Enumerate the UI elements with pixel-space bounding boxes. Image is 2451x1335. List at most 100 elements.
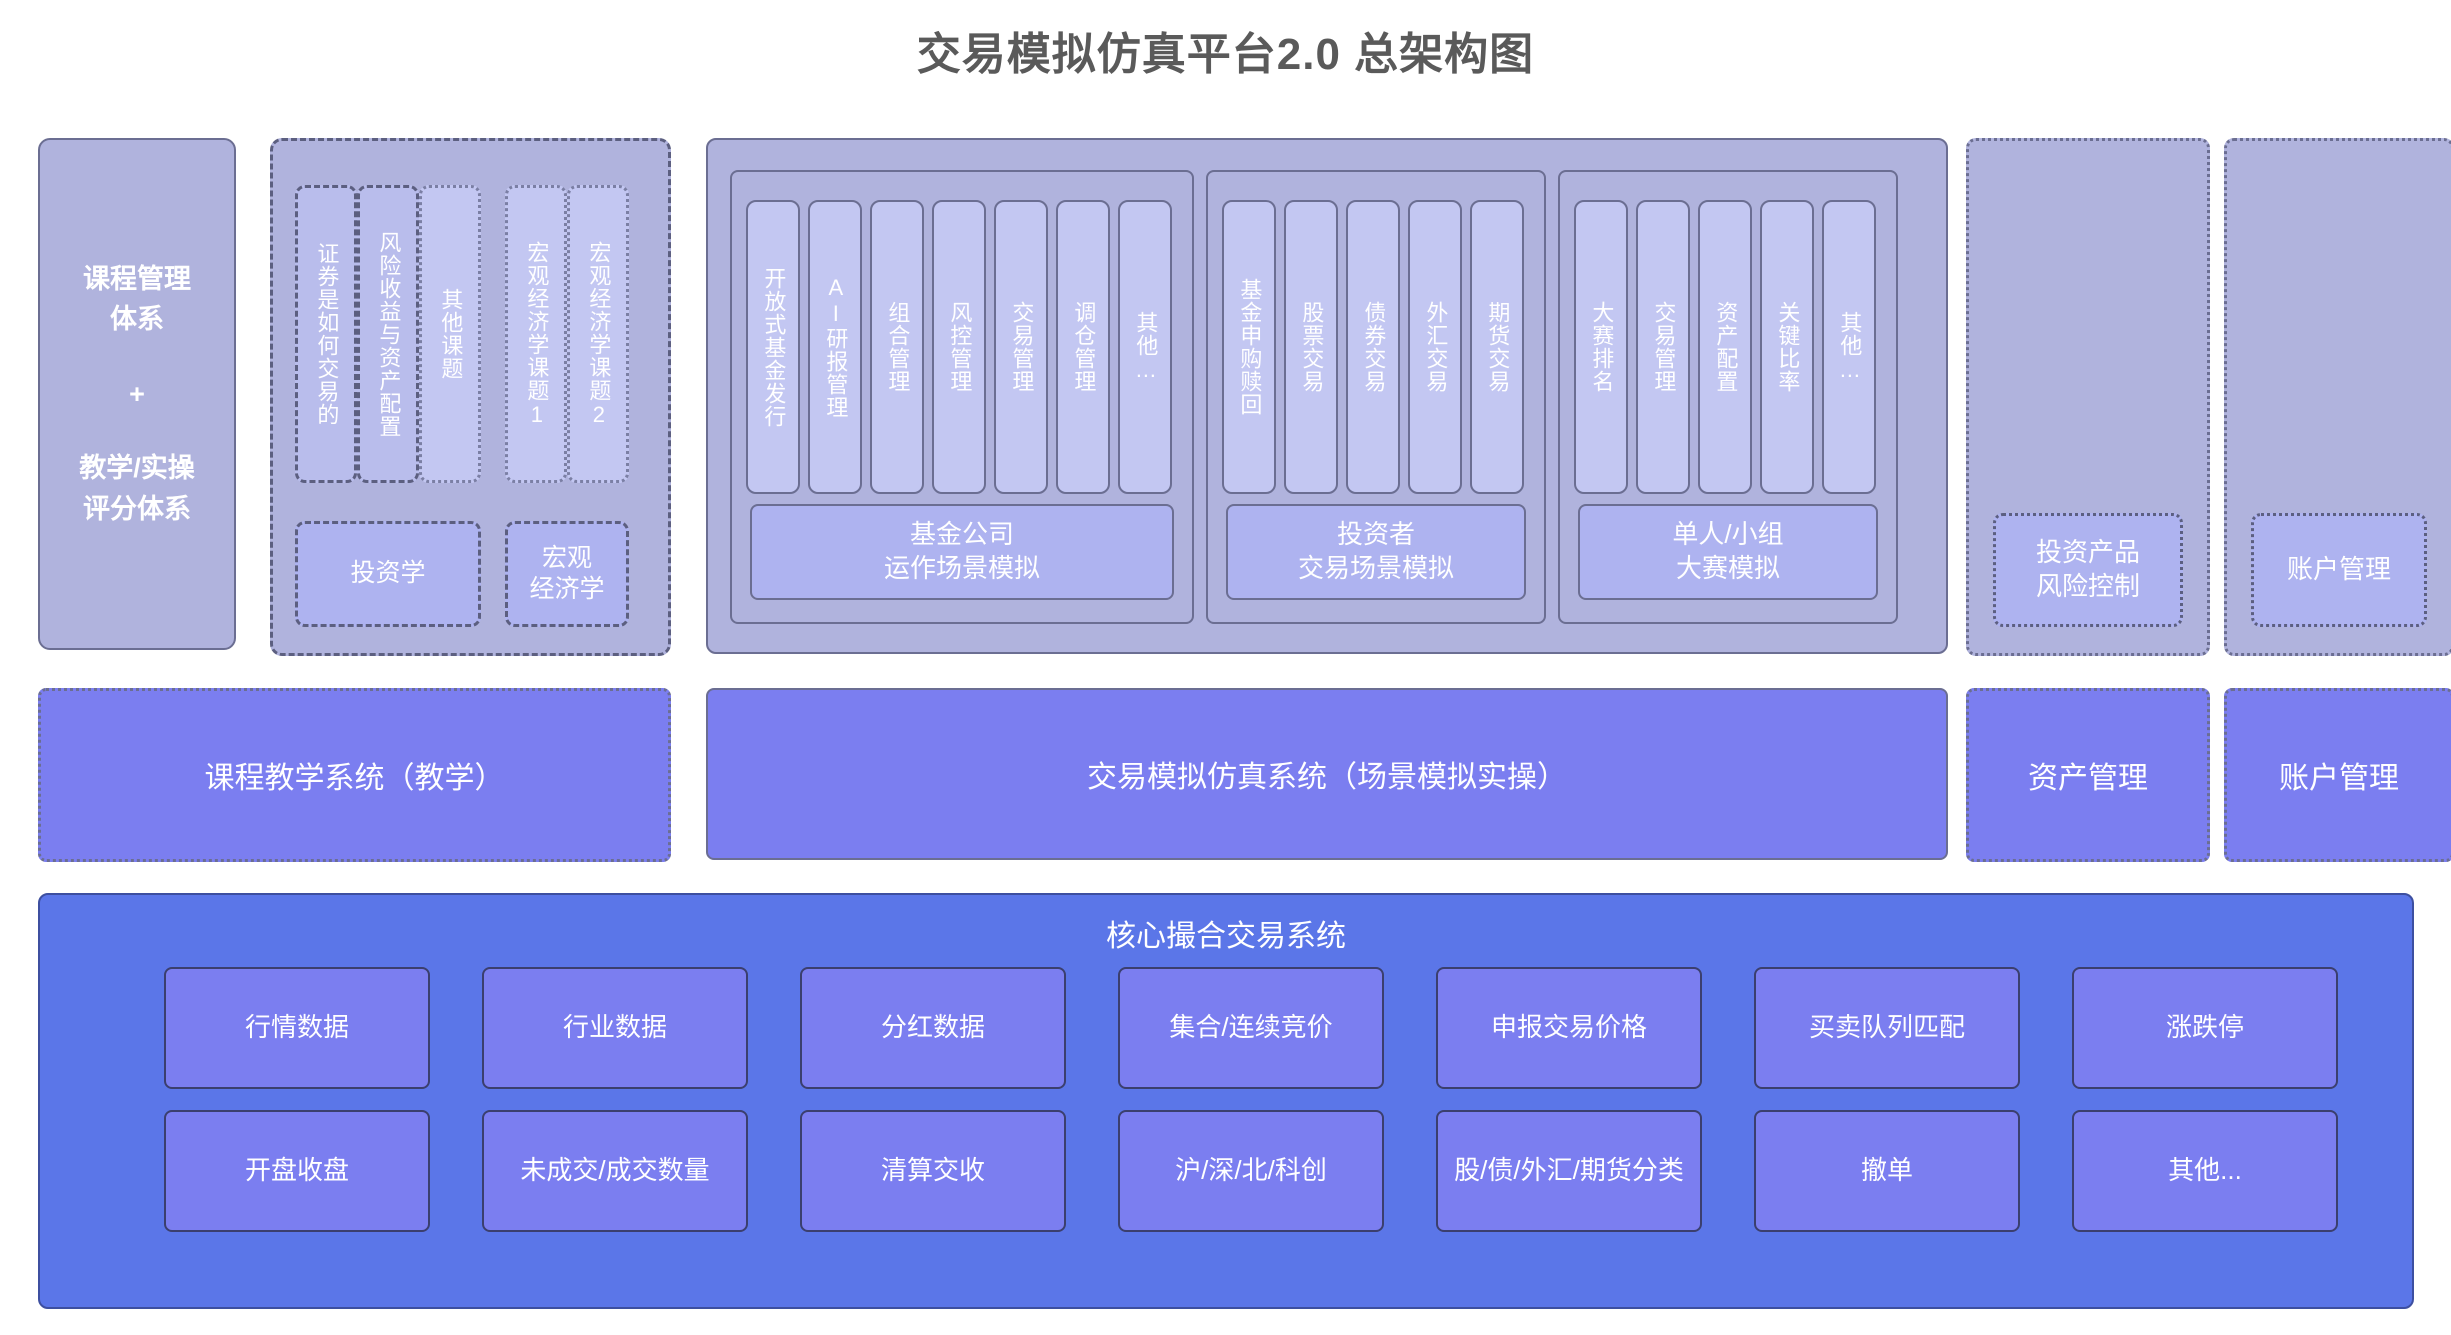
feature-label: 基金申购赎回 [1237, 278, 1263, 416]
chip-label: 其他... [2168, 1155, 2242, 1186]
feature-contest-ranking[interactable]: 大赛排名 [1574, 200, 1628, 494]
core-row-1: 行情数据 行业数据 分红数据 集合/连续竞价 申报交易价格 买卖队列匹配 涨跌停 [40, 967, 2412, 1089]
chip-label: 行情数据 [244, 1012, 349, 1043]
core-chip-order-price[interactable]: 申报交易价格 [1436, 967, 1702, 1089]
feature-label: 组合管理 [885, 301, 911, 393]
course-investment-label: 投资学 [350, 559, 426, 588]
course-management-line1: 课程管理 [82, 263, 191, 294]
core-chip-market-data[interactable]: 行情数据 [164, 967, 430, 1089]
core-chip-asset-class[interactable]: 股/债/外汇/期货分类 [1436, 1110, 1702, 1232]
feature-trade-management[interactable]: 交易管理 [994, 200, 1048, 494]
core-chip-price-limit[interactable]: 涨跌停 [2072, 967, 2338, 1089]
core-chip-auction[interactable]: 集合/连续竞价 [1118, 967, 1384, 1089]
feature-fx-trading[interactable]: 外汇交易 [1408, 200, 1462, 494]
chip-label: 清算交收 [880, 1155, 985, 1186]
feature-open-fund-issue[interactable]: 开放式基金发行 [746, 200, 800, 494]
chip-label: 买卖队列匹配 [1808, 1012, 1965, 1043]
course-investment[interactable]: 投资学 [295, 521, 481, 627]
system-label: 交易模拟仿真系统（场景模拟实操） [1087, 761, 1567, 794]
feature-other[interactable]: 其他… [1118, 200, 1172, 494]
system-label: 课程教学系统（教学） [204, 762, 505, 795]
core-chip-other[interactable]: 其他... [2072, 1110, 2338, 1232]
topic-label: 宏观经济学课题2 [586, 240, 612, 428]
feature-label: 外汇交易 [1423, 301, 1449, 393]
feature-bond-trading[interactable]: 债券交易 [1346, 200, 1400, 494]
topic-cell-macro-topic-2[interactable]: 宏观经济学课题2 [567, 185, 629, 483]
chip-label: 行业数据 [562, 1012, 667, 1043]
topic-label: 风险收益与资产配置 [376, 230, 402, 438]
core-chip-exchange-boards[interactable]: 沪/深/北/科创 [1118, 1110, 1384, 1232]
topic-cell-other-topics[interactable]: 其他课题 [419, 185, 481, 483]
core-chip-dividend-data[interactable]: 分红数据 [800, 967, 1066, 1089]
chip-label: 未成交/成交数量 [520, 1155, 710, 1186]
feature-trade-management[interactable]: 交易管理 [1636, 200, 1690, 494]
topic-cell-macro-topic-1[interactable]: 宏观经济学课题1 [505, 185, 567, 483]
chip-label: 分红数据 [880, 1012, 985, 1043]
topic-cell-securities-trading[interactable]: 证券是如何交易的 [295, 185, 357, 483]
core-title: 核心撮合交易系统 [1106, 920, 1346, 953]
core-chip-cancel-order[interactable]: 撤单 [1754, 1110, 2020, 1232]
core-chip-order-queue-matching[interactable]: 买卖队列匹配 [1754, 967, 2020, 1089]
group-account-management[interactable]: 账户管理 [2224, 138, 2451, 656]
subgroup-contest[interactable]: 大赛排名 交易管理 资产配置 关键比率 其他… 单人/小组 大赛模拟 [1558, 170, 1898, 624]
feature-label: 资产配置 [1713, 301, 1739, 393]
feature-asset-allocation[interactable]: 资产配置 [1698, 200, 1752, 494]
topic-cell-risk-return-allocation[interactable]: 风险收益与资产配置 [357, 185, 419, 483]
chip-label: 股/债/外汇/期货分类 [1454, 1155, 1684, 1186]
chip-label: 撤单 [1860, 1155, 1913, 1186]
feature-label: 开放式基金发行 [761, 266, 787, 428]
feature-label: 其他… [1837, 311, 1863, 383]
feature-label: 交易管理 [1009, 301, 1035, 393]
feature-label: 债券交易 [1361, 301, 1387, 393]
feature-stock-trading[interactable]: 股票交易 [1284, 200, 1338, 494]
feature-futures-trading[interactable]: 期货交易 [1470, 200, 1524, 494]
course-management-line3: 教学/实操 [79, 453, 195, 484]
course-macroeconomics[interactable]: 宏观 经济学 [505, 521, 629, 627]
feature-portfolio-management[interactable]: 组合管理 [870, 200, 924, 494]
system-course-teaching[interactable]: 课程教学系统（教学） [38, 688, 671, 862]
system-trading-simulation[interactable]: 交易模拟仿真系统（场景模拟实操） [706, 688, 1948, 860]
box-account-management[interactable]: 账户管理 [2251, 513, 2427, 627]
core-chip-clearing-settlement[interactable]: 清算交收 [800, 1110, 1066, 1232]
feature-other[interactable]: 其他… [1822, 200, 1876, 494]
feature-ai-research-report[interactable]: AI研报管理 [808, 200, 862, 494]
core-matching-system[interactable]: 核心撮合交易系统 行情数据 行业数据 分红数据 集合/连续竞价 申报交易价格 买… [38, 893, 2414, 1309]
feature-label: 其他… [1133, 311, 1159, 383]
chip-label: 开盘收盘 [244, 1155, 349, 1186]
caption-contest: 单人/小组 大赛模拟 [1578, 504, 1878, 600]
system-label: 资产管理 [2028, 762, 2148, 795]
course-management-plus: + [129, 378, 145, 409]
row-systems: 课程教学系统（教学） 交易模拟仿真系统（场景模拟实操） 资产管理 账户管理 [0, 688, 2451, 862]
subgroup-fund-company[interactable]: 开放式基金发行 AI研报管理 组合管理 风控管理 交易管理 调仓管理 其他… 基… [730, 170, 1194, 624]
page-title: 交易模拟仿真平台2.0 总架构图 [916, 30, 1535, 79]
core-chip-filled-unfilled-qty[interactable]: 未成交/成交数量 [482, 1110, 748, 1232]
feature-fund-subscribe-redeem[interactable]: 基金申购赎回 [1222, 200, 1276, 494]
feature-key-ratios[interactable]: 关键比率 [1760, 200, 1814, 494]
system-account-management[interactable]: 账户管理 [2224, 688, 2451, 862]
caption-line1: 基金公司 [909, 519, 1014, 550]
core-chip-open-close[interactable]: 开盘收盘 [164, 1110, 430, 1232]
account-management-label: 账户管理 [2286, 554, 2391, 585]
course-macro-line2: 经济学 [529, 575, 605, 603]
chip-label: 申报交易价格 [1490, 1012, 1647, 1043]
box-investment-risk-control[interactable]: 投资产品 风险控制 [1993, 513, 2183, 627]
feature-risk-control[interactable]: 风控管理 [932, 200, 986, 494]
feature-label: 大赛排名 [1589, 301, 1615, 393]
group-curriculum[interactable]: 证券是如何交易的 风险收益与资产配置 其他课题 宏观经济学课题1 宏观经济学课题… [270, 138, 671, 656]
chip-label: 集合/连续竞价 [1169, 1012, 1333, 1043]
group-trading-simulation[interactable]: 开放式基金发行 AI研报管理 组合管理 风控管理 交易管理 调仓管理 其他… 基… [706, 138, 1948, 654]
group-investment-risk-control[interactable]: 投资产品 风险控制 [1966, 138, 2210, 656]
system-asset-management[interactable]: 资产管理 [1966, 688, 2210, 862]
caption-line2: 大赛模拟 [1675, 553, 1780, 583]
group-course-management[interactable]: 课程管理 体系 + 教学/实操 评分体系 [38, 138, 236, 650]
topic-label: 其他课题 [438, 288, 464, 380]
caption-line2: 交易场景模拟 [1297, 553, 1454, 583]
feature-position-adjust[interactable]: 调仓管理 [1056, 200, 1110, 494]
subgroup-investor[interactable]: 基金申购赎回 股票交易 债券交易 外汇交易 期货交易 投资者 交易场景模拟 [1206, 170, 1546, 624]
caption-line1: 单人/小组 [1672, 519, 1784, 550]
caption-fund-company: 基金公司 运作场景模拟 [750, 504, 1174, 600]
feature-label: 股票交易 [1299, 301, 1325, 393]
course-macro-line1: 宏观 [541, 543, 592, 572]
feature-label: 风控管理 [947, 301, 973, 393]
core-chip-industry-data[interactable]: 行业数据 [482, 967, 748, 1089]
